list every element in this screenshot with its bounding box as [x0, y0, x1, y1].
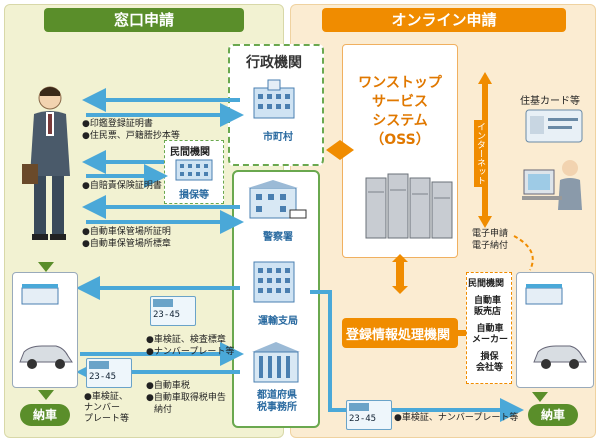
number-plate-1: 23-45 — [150, 296, 196, 326]
note-garage-sticker: ●自動車保管場所標章 — [82, 239, 171, 249]
applicant-person-icon — [22, 86, 70, 240]
admin-title: 行政機関 — [246, 55, 302, 71]
insurer-label: 損保 会社等 — [476, 352, 504, 373]
bottom-right-note: ●車検証、ナンバープレート等 — [394, 413, 519, 423]
private-title: 民間機関 — [170, 147, 210, 158]
note-number-plate: ●ナンバープレート等 — [146, 347, 235, 357]
registry-box — [342, 318, 458, 348]
computer-user-icon — [522, 160, 582, 210]
tax-office-building-icon — [252, 342, 300, 383]
note-auto-tax: ●自動車税 — [146, 381, 190, 391]
bottom-left-note: ●車検証、 ナンバー プレート等 — [84, 392, 130, 424]
city-building-icon — [253, 79, 295, 119]
online-header: オンライン申請 — [322, 8, 566, 32]
note-acquisition-tax: ●自動車取得税申告 — [146, 393, 226, 403]
delivery-badge-right: 納車 — [528, 404, 578, 426]
e-pay-label: 電子納付 — [472, 241, 509, 251]
transport-building-icon — [253, 261, 295, 303]
note-payment: 納付 — [154, 405, 173, 415]
internet-label: インターネット — [474, 120, 487, 187]
number-plate-3: 23-45 — [346, 400, 392, 430]
note-garage-certificate: ●自動車保管場所証明 — [82, 227, 171, 237]
juki-card-label: 住基カード等 — [520, 96, 580, 107]
private-right-box — [466, 272, 512, 384]
oss-title: ワンストップ サービス システム （OSS） — [358, 75, 442, 148]
insurance-building-icon — [175, 159, 213, 181]
insurance-label: 損保等 — [179, 190, 209, 201]
maker-label: 自動車 メーカー — [472, 324, 509, 345]
delivery-badge-left: 納車 — [20, 404, 70, 426]
note-liability-insurance: ●自賠責保険証明書 — [82, 181, 162, 191]
transport-label: 運輸支局 — [258, 316, 298, 327]
note-resident-record: ●住民票、戸籍謄抄本等 — [82, 131, 180, 141]
juki-card-icon — [525, 109, 583, 143]
counter-header: 窓口申請 — [44, 8, 244, 32]
city-label: 市町村 — [263, 132, 293, 143]
note-inspection-certificate: ●車検証、検査標章 — [146, 335, 226, 345]
police-building-icon — [248, 180, 307, 219]
shop-icon-left — [21, 284, 59, 305]
private-right-title: 民間機関 — [468, 279, 505, 289]
car-icon-right — [533, 345, 587, 369]
registry-label: 登録情報処理機関 — [346, 328, 451, 343]
police-label: 警察署 — [263, 232, 293, 243]
server-rack-icon — [365, 173, 453, 239]
tax-office-label: 都道府県 税事務所 — [257, 390, 297, 413]
note-seal-certificate: ●印鑑登録証明書 — [82, 119, 153, 129]
car-icon-left — [19, 345, 73, 369]
e-apply-label: 電子申請 — [472, 229, 509, 239]
shop-icon-right — [525, 284, 563, 305]
number-plate-2: 23-45 — [86, 358, 132, 388]
registry-link — [458, 330, 466, 336]
dealer-label: 自動車 販売店 — [474, 296, 502, 317]
